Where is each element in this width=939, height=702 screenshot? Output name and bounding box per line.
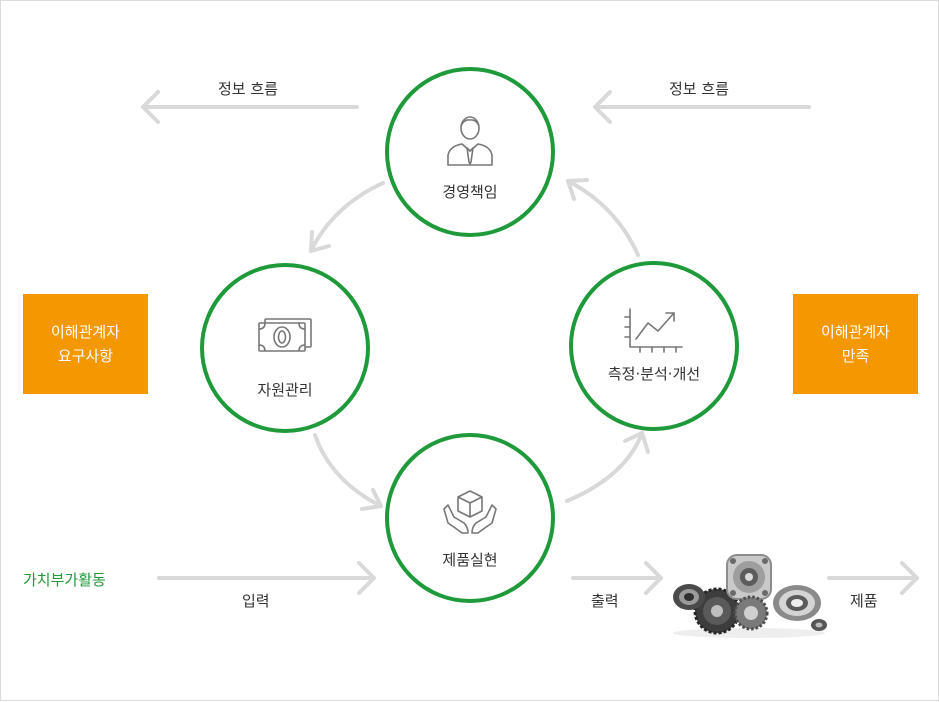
measure-label: 측정·분석·개선 [607, 365, 701, 383]
cycle-arc-resource-to-product [313, 433, 383, 508]
management-node: 경영책임 [385, 67, 555, 237]
gears-bearings-image [673, 554, 827, 638]
resource-label: 자원관리 [257, 381, 313, 399]
cycle-arc-measure-to-management [566, 179, 640, 257]
stakeholder-requirements-line1: 이해관계자 [50, 323, 120, 341]
money-icon [258, 318, 312, 352]
input-label: 입력 [242, 592, 270, 610]
product-label: 제품실현 [442, 551, 498, 569]
stakeholder-satisfaction-box: 이해관계자 만족 [793, 294, 918, 394]
box-hands-icon [443, 490, 497, 534]
measure-node: 측정·분석·개선 [569, 261, 739, 431]
output-label: 출력 [591, 592, 619, 610]
stakeholder-requirements-box: 이해관계자 요구사항 [23, 294, 148, 394]
stakeholder-satisfaction-line2: 만족 [841, 347, 870, 365]
stakeholder-requirements-line2: 요구사항 [57, 347, 114, 365]
product-node: 제품실현 [385, 433, 555, 603]
value-activity-label: 가치부가활동 [23, 571, 106, 589]
cycle-arc-product-to-measure [565, 431, 644, 503]
cycle-arc-management-to-resource [309, 181, 385, 253]
growth-chart-icon [624, 308, 683, 353]
info-flow-left-label: 정보 흐름 [218, 80, 278, 98]
resource-node: 자원관리 [200, 263, 370, 433]
product-output-label: 제품 [850, 592, 878, 610]
person-icon [447, 116, 493, 166]
info-flow-right-label: 정보 흐름 [669, 80, 729, 98]
management-label: 경영책임 [442, 183, 498, 201]
stakeholder-satisfaction-line1: 이해관계자 [820, 323, 890, 341]
